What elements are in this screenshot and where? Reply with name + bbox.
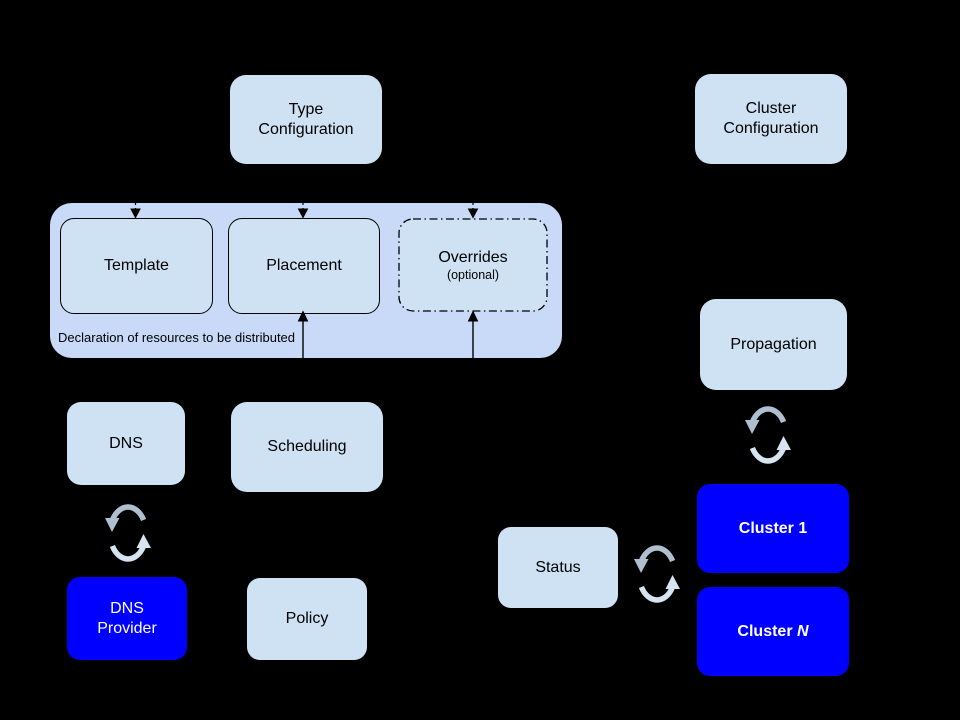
- node-label: Cluster Configuration: [723, 100, 819, 137]
- node-dns: DNS: [67, 402, 185, 485]
- container-caption: Declaration of resources to be distribut…: [58, 330, 296, 345]
- node-overrides: Overrides (optional): [398, 218, 548, 312]
- node-cluster-1: Cluster 1: [697, 484, 849, 573]
- node-placement: Placement: [228, 218, 380, 314]
- node-label: Cluster N: [737, 622, 809, 640]
- sync-icon: [105, 504, 151, 562]
- node-label: DNS: [109, 434, 143, 452]
- sync-icon: [634, 545, 680, 603]
- node-cluster-configuration: Cluster Configuration: [695, 74, 847, 164]
- node-policy: Policy: [247, 578, 367, 660]
- node-cluster-n: Cluster N: [697, 587, 849, 676]
- node-label: Scheduling: [267, 438, 347, 455]
- node-label: Template: [104, 257, 169, 274]
- node-scheduling: Scheduling: [231, 402, 383, 492]
- node-label: Cluster 1: [738, 519, 808, 537]
- node-label: Status: [535, 558, 581, 576]
- node-label: DNS Provider: [97, 599, 157, 637]
- node-label: Overrides: [438, 248, 508, 266]
- node-template: Template: [60, 218, 213, 314]
- node-label: Policy: [285, 610, 329, 627]
- node-sublabel: (optional): [446, 267, 500, 282]
- node-label: Type Configuration: [258, 100, 354, 138]
- node-propagation: Propagation: [700, 299, 847, 390]
- node-status: Status: [498, 527, 618, 608]
- node-type-configuration: Type Configuration: [230, 75, 382, 164]
- node-dns-provider: DNS Provider: [67, 577, 187, 660]
- node-label: Placement: [266, 257, 342, 274]
- node-label: Propagation: [730, 335, 817, 353]
- sync-icon: [745, 406, 791, 464]
